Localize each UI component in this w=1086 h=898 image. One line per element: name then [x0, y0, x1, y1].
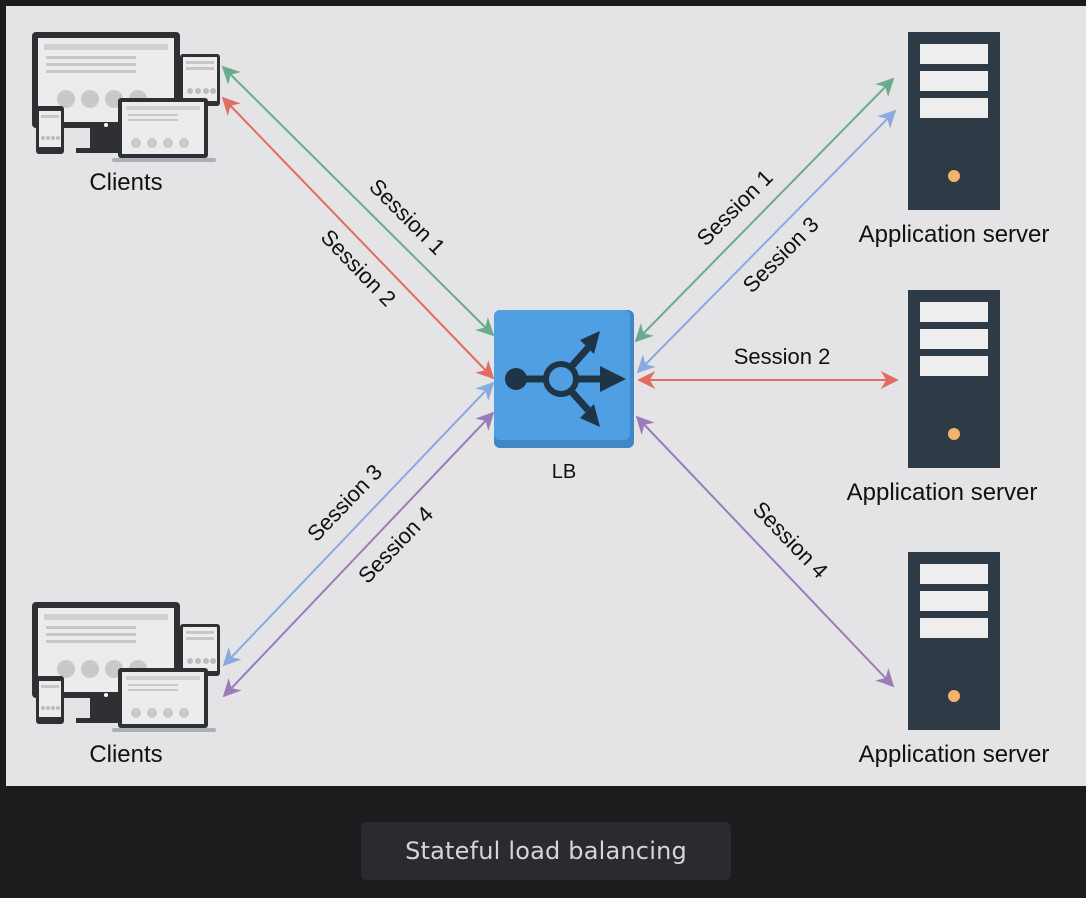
arrow-client-session-2 — [221, 96, 495, 380]
arrow-client-session-4 — [222, 411, 495, 698]
server-3-icon — [908, 552, 1000, 730]
diagram-svg: Session 1 Session 2 Session 3 Session 4 … — [6, 6, 1086, 786]
arrow-server-session-3 — [636, 109, 897, 374]
load-balancer-icon — [494, 310, 634, 448]
figure-caption: Stateful load balancing — [361, 822, 731, 880]
server-2-icon — [908, 290, 1000, 468]
arrow-server-session-4 — [635, 415, 895, 688]
server-2-label: Application server — [847, 479, 1038, 506]
server-1-label: Application server — [859, 221, 1050, 248]
server-1-icon — [908, 32, 1000, 210]
clients-bottom-label: Clients — [89, 741, 162, 768]
diagram-canvas: Session 1 Session 2 Session 3 Session 4 … — [6, 6, 1086, 786]
clients-top-label: Clients — [89, 169, 162, 196]
lb-label: LB — [552, 461, 576, 483]
server-3-label: Application server — [859, 741, 1050, 768]
label-server-session-2: Session 2 — [734, 344, 831, 369]
